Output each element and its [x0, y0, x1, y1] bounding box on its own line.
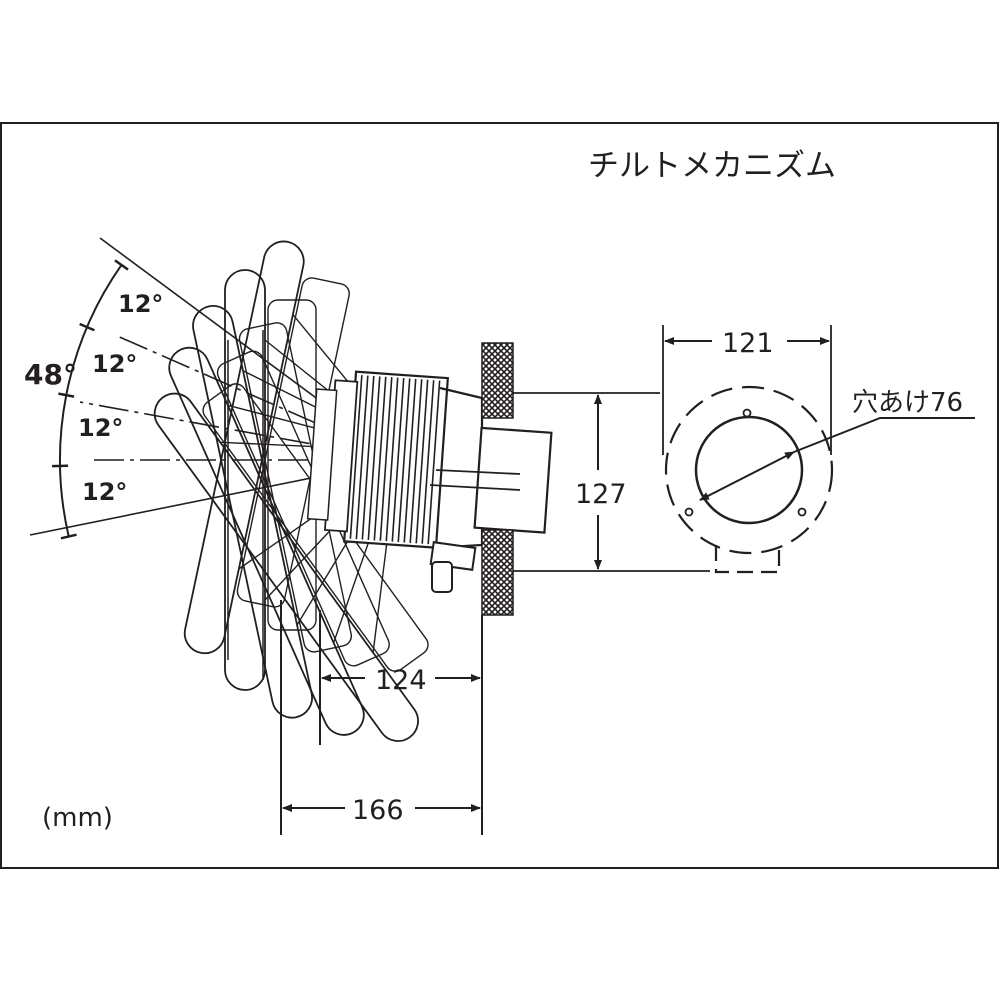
wall-lower: [481, 529, 514, 616]
thread-line: [409, 379, 423, 543]
angle-tick-3: [58, 392, 75, 398]
thread-line: [373, 376, 387, 541]
angle-ticks: [52, 259, 129, 540]
thread-line: [379, 377, 393, 541]
cutout-label: 穴あけ76: [852, 388, 963, 418]
thread-line: [427, 380, 441, 545]
flange-outline: [664, 385, 834, 555]
thread-line: [391, 378, 405, 542]
cutout-diameter-line: [699, 451, 795, 501]
diagram-border: [0, 122, 999, 869]
thread-line: [355, 375, 369, 540]
thread-line: [421, 380, 435, 544]
screw-hole-left: [684, 507, 694, 517]
dim-166-label: 166: [352, 795, 404, 826]
thread-line: [349, 375, 363, 539]
cutout-circle: [694, 415, 804, 525]
rear-housing: [473, 426, 553, 534]
angle-tick-5: [114, 259, 129, 271]
unit-label: (mm): [42, 803, 113, 833]
threaded-body: [306, 370, 450, 549]
tilted-head-4: [224, 269, 341, 691]
screw-hole-top: [742, 408, 752, 418]
diagram-title: チルトメカニズム: [588, 148, 836, 184]
thread-line: [415, 379, 429, 544]
thread-line: [361, 375, 375, 540]
angle-tick-4: [79, 322, 95, 332]
adjust-knob: [429, 541, 477, 593]
angle-total-label: 48°: [24, 358, 77, 391]
wall-upper: [481, 342, 514, 419]
angle-step-label-1: 12°: [118, 290, 163, 318]
angle-step-label-4: 12°: [82, 478, 127, 506]
dim-127-label: 127: [575, 479, 627, 510]
thread-line: [397, 378, 411, 543]
dim-121-label: 121: [722, 328, 774, 359]
thread-line: [385, 377, 399, 542]
angle-tick-1: [60, 533, 77, 540]
angle-step-label-3: 12°: [78, 414, 123, 442]
angle-step-label-2: 12°: [92, 350, 137, 378]
thread-line: [403, 378, 417, 543]
thread-line: [367, 376, 381, 541]
dim-124-label: 124: [375, 665, 427, 696]
screw-hole-right: [797, 507, 807, 517]
